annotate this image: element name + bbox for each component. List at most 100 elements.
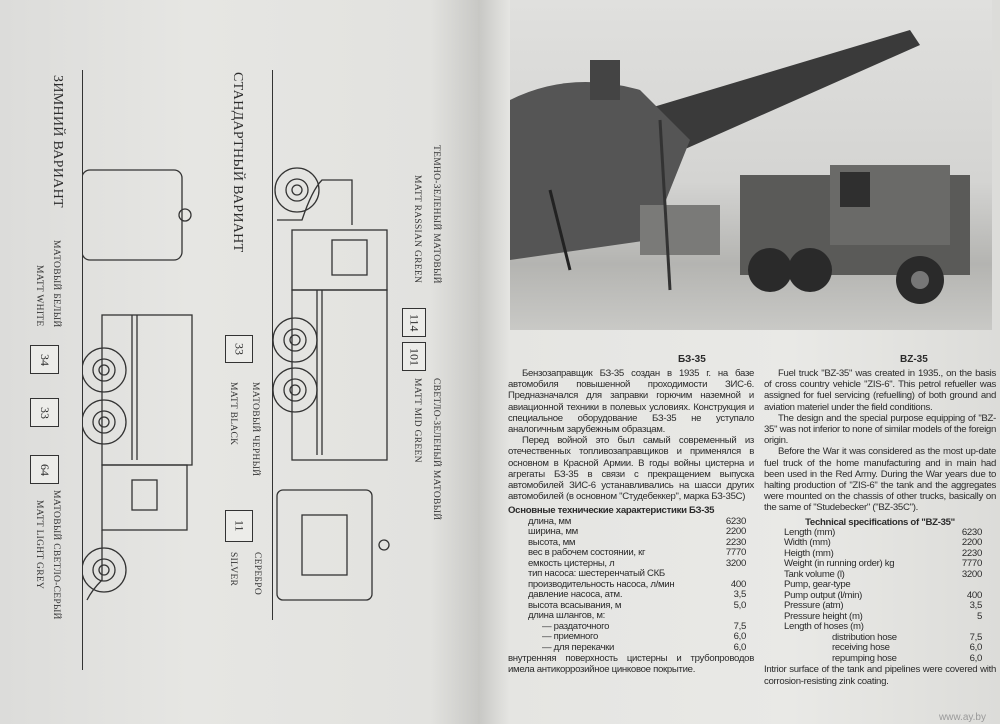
color-11-en: SILVER (228, 552, 238, 587)
spec-row: тип насоса: шестеренчатый СКБ (528, 569, 746, 580)
spec-row: receiving hose 6,0 (784, 643, 982, 654)
color-101-ru: СВЕТЛО-ЗЕЛЕНЫЙ МАТОВЫЙ (431, 378, 441, 521)
winter-variant-title: ЗИМНИЙ ВАРИАНТ (50, 75, 65, 208)
spec-value: 2200 (961, 537, 982, 549)
en-paragraph: Fuel truck "BZ-35" was created in 1935.,… (764, 368, 996, 413)
spec-label: высота, мм (528, 536, 576, 548)
color-code-box-11: 11 (225, 510, 253, 542)
color-34-ru: МАТОВЫЙ БЕЛЫЙ (51, 240, 61, 328)
spec-label: Pump, gear-type (784, 579, 851, 591)
ground-line (272, 70, 273, 620)
spec-label: Pressure height (m) (784, 610, 863, 622)
spec-value: 7770 (961, 558, 982, 570)
archive-photo (510, 0, 992, 330)
spec-value: 6230 (961, 526, 982, 538)
spec-row: Length of hoses (m) (784, 622, 982, 633)
spec-value: 7770 (725, 547, 746, 559)
spec-value: 400 (966, 589, 982, 601)
spec-value: 6,0 (969, 652, 983, 664)
spec-value: 6,0 (733, 641, 747, 653)
aircraft-and-fuel-truck-image (510, 30, 970, 304)
spec-label: Width (mm) (784, 537, 831, 549)
color-101-en: MATT MID GREEN (412, 378, 422, 463)
ru-spec-title: Основные технические характеристики БЗ-3… (508, 505, 715, 517)
spec-label: Pump output (l/min) (784, 589, 863, 601)
spec-label: вес в рабочем состоянии, кг (528, 547, 646, 559)
color-code-box-33-winter: 33 (30, 398, 59, 427)
spec-row: Length (mm) 6230 (784, 526, 982, 539)
spec-label: длина, мм (528, 515, 572, 527)
spec-label: Heigth (mm) (784, 547, 834, 559)
spec-value: 3200 (725, 557, 746, 569)
color-64-ru: МАТОВЫЙ СВЕТЛО-СЕРЫЙ (51, 490, 61, 620)
color-114-en: MATT RASSIAN GREEN (412, 175, 422, 284)
spec-row: длина шлангов, м: (528, 611, 746, 622)
spec-label: давление насоса, атм. (528, 589, 623, 601)
color-64-en: MATT LIGHT GREY (34, 500, 44, 590)
spec-value: 2200 (725, 526, 746, 538)
ru-text-column: Бензозаправщик БЗ-35 создан в 1935 г. на… (508, 368, 754, 676)
spec-label: receiving hose (832, 642, 890, 654)
spec-value: 5,0 (733, 599, 747, 611)
winter-truck-drawing (82, 169, 193, 601)
spec-value: 2230 (725, 536, 746, 548)
ru-paragraph: Перед войной это был самый современный и… (508, 435, 754, 503)
spec-row: Pump output (l/min) 400 (784, 589, 982, 602)
spec-row: давление насоса, атм. 3,5 (528, 590, 746, 601)
standard-variant-title: СТАНДАРТНЫЙ ВАРИАНТ (230, 72, 245, 253)
color-34-en: MATT WHITE (34, 265, 44, 327)
spec-row: Heigth (mm) 2230 (784, 547, 982, 560)
en-footer: Intrior surface of the tank and pipeline… (764, 664, 996, 687)
spec-label: repumping hose (832, 652, 897, 664)
color-code-box-33: 33 (225, 335, 253, 363)
spec-value: 3200 (961, 568, 982, 580)
standard-truck-drawing (272, 167, 390, 601)
spec-label: distribution hose (832, 631, 897, 643)
spec-row: Pressure height (m) 5 (784, 610, 982, 623)
spec-value: 6230 (725, 515, 746, 527)
spec-row: длина, мм 6230 (528, 515, 746, 528)
watermark: www.ay.by (938, 712, 986, 723)
spec-row: вес в рабочем состоянии, кг 7770 (528, 548, 746, 559)
ru-footer: внутренняя поверхность цистерны и трубоп… (508, 653, 754, 676)
spec-value: 2230 (961, 547, 982, 559)
en-text-column: Fuel truck "BZ-35" was created in 1935.,… (764, 368, 996, 687)
spec-label: высота всасывания, м (528, 599, 622, 611)
spec-value: 3,5 (969, 600, 983, 612)
spec-value: 6,0 (733, 631, 747, 643)
spec-label: Length (mm) (784, 526, 836, 538)
spec-label: — раздаточного (542, 620, 610, 632)
spec-row: высота всасывания, м 5,0 (528, 599, 747, 612)
spec-row: ширина, мм 2200 (528, 527, 746, 538)
left-page: СТАНДАРТНЫЙ ВАРИАНТ ТЕМНО-ЗЕЛЕНЫЙ МАТОВЫ… (0, 0, 478, 724)
spec-label: Pressure (atm) (784, 600, 844, 612)
color-11-ru: СЕРЕБРО (252, 552, 262, 596)
spec-label: производительность насоса, л/мин (528, 578, 675, 590)
color-code-box-114: 114 (402, 308, 426, 337)
spec-label: ширина, мм (528, 526, 578, 538)
en-paragraph: The design and the special purpose equip… (764, 412, 996, 447)
color-33-ru: МАТОВЫЙ ЧЕРНЫЙ (250, 382, 260, 477)
color-code-box-34: 34 (30, 345, 59, 374)
spec-value: 5 (976, 610, 982, 622)
spec-label: Weight (in running order) kg (784, 558, 895, 570)
en-paragraph: Before the War it was considered as the … (764, 446, 996, 514)
spec-row: Width (mm) 2200 (784, 538, 982, 549)
spec-row: высота, мм 2230 (528, 536, 746, 549)
color-code-box-101: 101 (402, 342, 426, 371)
en-heading: BZ-35 (900, 354, 928, 365)
spec-row: Tank volume (l) 3200 (784, 568, 982, 581)
spec-label: Tank volume (l) (784, 568, 845, 580)
spec-value: 3,5 (733, 589, 747, 601)
spec-label: Length of hoses (m) (784, 621, 864, 633)
spec-value: 6,0 (969, 642, 983, 654)
spec-label: длина шлангов, м: (528, 610, 605, 622)
spec-row: Pressure (atm) 3,5 (784, 601, 982, 612)
spec-row: Weight (in running order) kg 7770 (784, 559, 982, 570)
color-114-ru: ТЕМНО-ЗЕЛЕНЫЙ МАТОВЫЙ (431, 145, 441, 284)
